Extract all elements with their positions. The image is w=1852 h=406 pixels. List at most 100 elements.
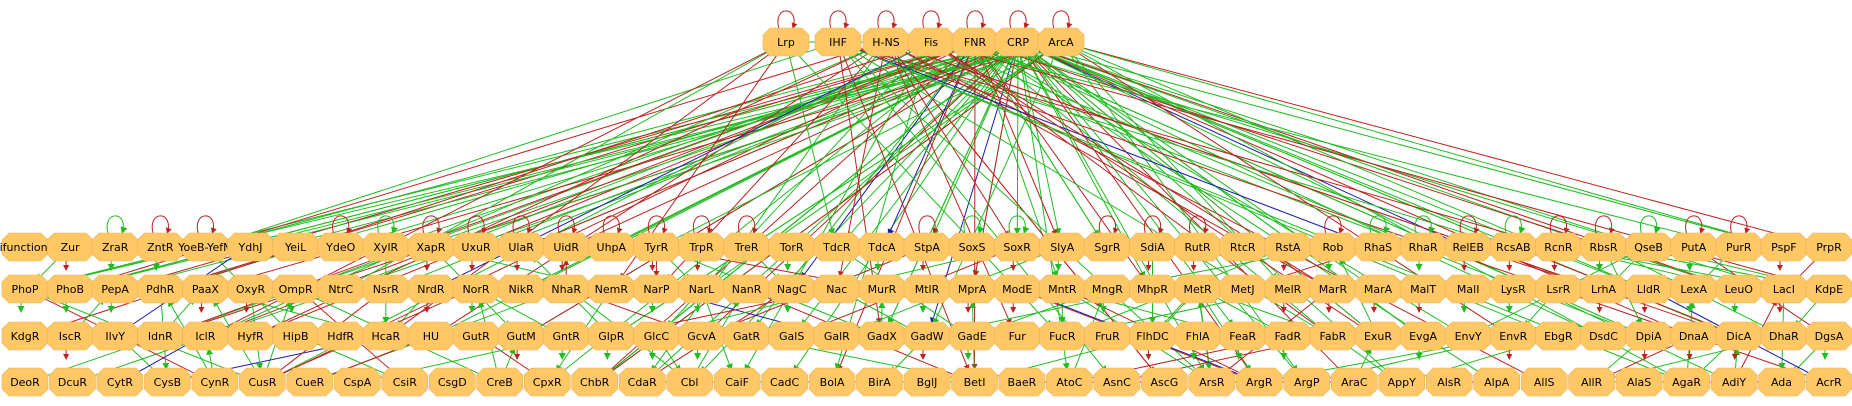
node-deor[interactable]: DeoR (1, 367, 49, 397)
node-alsr[interactable]: AlsR (1425, 367, 1473, 397)
node-narl[interactable]: NarL (678, 274, 725, 304)
node-mntr[interactable]: MntR (1039, 274, 1086, 304)
node-dica[interactable]: DicA (1715, 321, 1763, 351)
node-mngr[interactable]: MngR (1084, 274, 1131, 304)
node-narp[interactable]: NarP (633, 274, 680, 304)
node-caif[interactable]: CaiF (713, 367, 761, 397)
node-idnr[interactable]: IdnR (137, 321, 184, 351)
node-qseb[interactable]: QseB (1625, 232, 1672, 262)
node-kdgr[interactable]: KdgR (1, 321, 49, 351)
node-uxur[interactable]: UxuR (452, 232, 500, 262)
node-fear[interactable]: FeaR (1219, 321, 1266, 351)
node-cadc[interactable]: CadC (761, 367, 808, 397)
node-arac[interactable]: AraC (1331, 367, 1378, 397)
node-zrar[interactable]: ZraR (91, 232, 139, 262)
node-nhar[interactable]: NhaR (542, 274, 590, 304)
node-prpr[interactable]: PrpR (1805, 232, 1852, 262)
node-gals[interactable]: GalS (768, 321, 816, 351)
node-oxyr[interactable]: OxyR (227, 274, 274, 304)
node-chbr[interactable]: ChbR (571, 367, 619, 397)
node-trer[interactable]: TreR (723, 232, 770, 262)
node-gade[interactable]: GadE (948, 321, 996, 351)
node-flhdc[interactable]: FlhDC (1129, 321, 1176, 351)
node-gcva[interactable]: GcvA (678, 321, 725, 351)
node-ada[interactable]: Ada (1758, 367, 1805, 397)
node-releb[interactable]: RelEB (1444, 232, 1492, 262)
node-nemr[interactable]: NemR (587, 274, 635, 304)
node-alas[interactable]: AlaS (1615, 367, 1663, 397)
node-mali[interactable]: MalI (1444, 274, 1492, 304)
node-kdpe[interactable]: KdpE (1805, 274, 1852, 304)
node-fnr[interactable]: FNR (951, 27, 999, 57)
node-cuer[interactable]: CueR (286, 367, 334, 397)
node-fis[interactable]: Fis (907, 27, 955, 57)
node-appy[interactable]: AppY (1378, 367, 1425, 397)
node-hyfr[interactable]: HyfR (227, 321, 274, 351)
node-paax[interactable]: PaaX (182, 274, 229, 304)
node-beti[interactable]: BetI (951, 367, 998, 397)
node-cbl[interactable]: Cbl (666, 367, 713, 397)
node-fabr[interactable]: FabR (1309, 321, 1357, 351)
node-pspf[interactable]: PspF (1760, 232, 1808, 262)
node-pdhr[interactable]: PdhR (137, 274, 184, 304)
node-ebgr[interactable]: EbgR (1535, 321, 1582, 351)
node-phop[interactable]: PhoP (1, 274, 49, 304)
node-uhpa[interactable]: UhpA (587, 232, 635, 262)
node-gntr[interactable]: GntR (542, 321, 590, 351)
node-xylr[interactable]: XylR (362, 232, 410, 262)
node-mtlr[interactable]: MtlR (903, 274, 951, 304)
node-adiy[interactable]: AdiY (1710, 367, 1758, 397)
node-baer[interactable]: BaeR (998, 367, 1046, 397)
node-envr[interactable]: EnvR (1490, 321, 1537, 351)
node-uidr[interactable]: UidR (542, 232, 590, 262)
node-rutr[interactable]: RutR (1174, 232, 1221, 262)
node-glpr[interactable]: GlpR (587, 321, 635, 351)
node-mpra[interactable]: MprA (948, 274, 996, 304)
node-dnaa[interactable]: DnaA (1670, 321, 1717, 351)
node-bira[interactable]: BirA (856, 367, 903, 397)
node-slya[interactable]: SlyA (1039, 232, 1086, 262)
node-bola[interactable]: BolA (808, 367, 856, 397)
node-iclr[interactable]: IclR (182, 321, 229, 351)
node-nikr[interactable]: NikR (497, 274, 545, 304)
node-nrdr[interactable]: NrdR (407, 274, 455, 304)
node-hcar[interactable]: HcaR (362, 321, 410, 351)
node-fhla[interactable]: FhlA (1174, 321, 1221, 351)
node-tdca[interactable]: TdcA (858, 232, 906, 262)
node-arca[interactable]: ArcA (1037, 27, 1085, 57)
node-torr[interactable]: TorR (768, 232, 816, 262)
node-gadx[interactable]: GadX (858, 321, 906, 351)
node-yeil[interactable]: YeiL (272, 232, 319, 262)
node-cysb[interactable]: CysB (144, 367, 191, 397)
node-ydeo[interactable]: YdeO (317, 232, 365, 262)
node-cusr[interactable]: CusR (239, 367, 286, 397)
node-pepa[interactable]: PepA (91, 274, 139, 304)
node-bglj[interactable]: BglJ (903, 367, 951, 397)
node-asnc[interactable]: AsnC (1093, 367, 1141, 397)
node-allr[interactable]: AllR (1568, 367, 1615, 397)
node-laci[interactable]: LacI (1760, 274, 1808, 304)
node-rhar[interactable]: RhaR (1399, 232, 1447, 262)
node-ompr[interactable]: OmpR (272, 274, 319, 304)
node-nagc[interactable]: NagC (768, 274, 816, 304)
node-csgd[interactable]: CsgD (428, 367, 476, 397)
node-yoeb-yefm[interactable]: YoeB-YefM (177, 232, 233, 262)
node-malt[interactable]: MalT (1399, 274, 1447, 304)
node-nsrr[interactable]: NsrR (362, 274, 410, 304)
node-ydhj[interactable]: YdhJ (227, 232, 274, 262)
node-csir[interactable]: CsiR (381, 367, 429, 397)
node-envy[interactable]: EnvY (1444, 321, 1492, 351)
node-rtcr[interactable]: RtcR (1219, 232, 1266, 262)
node-fur[interactable]: Fur (993, 321, 1041, 351)
node-glcc[interactable]: GlcC (633, 321, 680, 351)
node-trpr[interactable]: TrpR (678, 232, 725, 262)
node-ascg[interactable]: AscG (1141, 367, 1188, 397)
node-soxs[interactable]: SoxS (948, 232, 996, 262)
node-sgrr[interactable]: SgrR (1084, 232, 1131, 262)
node-hu[interactable]: HU (407, 321, 455, 351)
node-bifunctional[interactable]: bifunctional (0, 232, 57, 262)
node-lexa[interactable]: LexA (1670, 274, 1717, 304)
node-norr[interactable]: NorR (452, 274, 500, 304)
node-h-ns[interactable]: H-NS (862, 27, 910, 57)
node-gutm[interactable]: GutM (497, 321, 545, 351)
